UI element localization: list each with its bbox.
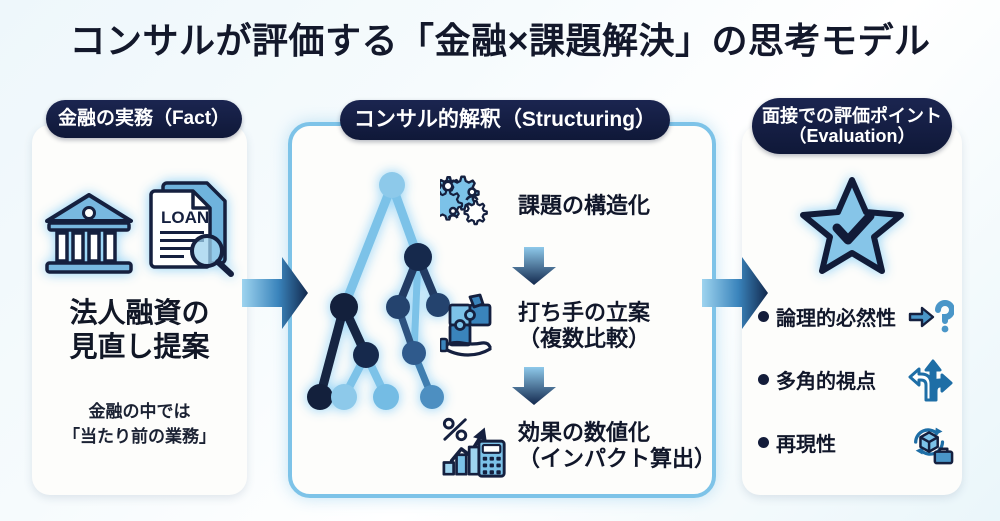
step-label-line1: 効果の数値化 (518, 419, 651, 445)
bullet-dot-icon (758, 374, 769, 385)
step-label: 効果の数値化 （インパクト算出） (518, 419, 716, 473)
step-label-line1: 打ち手の立案 (518, 299, 651, 325)
panel-fact-headline-line2: 見直し提案 (69, 331, 210, 363)
decision-tree-icon (300, 165, 460, 425)
step-label-line2: （複数比較） (518, 326, 651, 351)
star-check-icon (742, 170, 962, 278)
bullet-dot-icon (758, 437, 769, 448)
arrow-down-icon (440, 364, 708, 408)
step-label: 打ち手の立案 （複数比較） (518, 300, 650, 353)
step-label-line1: 課題の構造化 (518, 192, 651, 218)
panel-evaluation-header-line1: 面接での評価ポイント (762, 105, 942, 126)
gears-people-icon (440, 172, 510, 240)
bullet-label: 再現性 (776, 434, 836, 456)
svg-text:LOAN: LOAN (161, 208, 209, 227)
arrow-down-icon (440, 244, 708, 288)
bullet-item: 論理的必然性 (758, 285, 954, 348)
panel-fact-header-label: 金融の実務（Fact） (57, 108, 231, 130)
arrow-question-icon (908, 294, 954, 340)
loan-document-magnifier-icon: LOAN (141, 177, 237, 282)
percent-chart-calculator-icon (440, 412, 510, 480)
panel-structuring-steps: 課題の構造化 (440, 168, 716, 484)
bullet-item: 多角的視点 (758, 348, 954, 411)
panel-fact-subtext-line1: 金融の中では (88, 402, 191, 421)
panel-fact-header: 金融の実務（Fact） (46, 100, 242, 138)
bullet-dot-icon (758, 311, 769, 322)
bank-building-icon (43, 189, 135, 282)
step-label-line2: （インパクト算出） (518, 446, 717, 471)
page-title: コンサルが評価する「金融×課題解決」の思考モデル (69, 20, 931, 61)
three-way-arrows-icon (908, 357, 954, 403)
bullet-item: 再現性 (758, 411, 954, 474)
bullet-label: 多角的視点 (776, 371, 876, 393)
panel-fact-headline: 法人融資の 見直し提案 (32, 296, 247, 364)
panel-structuring-header-label: コンサル的解釈（Structuring） (353, 108, 657, 132)
panel-evaluation-bullets: 論理的必然性 多角的視点 再現性 (758, 285, 954, 474)
step-item: 効果の数値化 （インパクト算出） (440, 408, 716, 484)
panel-fact-subtext-line2: 「当たり前の業務」 (63, 426, 216, 446)
panel-fact-icons: LOAN (32, 181, 247, 282)
panel-evaluation-header: 面接での評価ポイント （Evaluation） (752, 98, 952, 154)
arrow-structuring-to-evaluation (700, 245, 770, 341)
bullet-label: 論理的必然性 (776, 308, 896, 330)
panel-fact-headline-line1: 法人融資の (69, 297, 210, 328)
cycle-box-briefcase-icon (908, 420, 954, 466)
panel-evaluation-header-line2: （Evaluation） (788, 126, 916, 146)
panel-structuring-header: コンサル的解釈（Structuring） (340, 100, 670, 140)
panel-fact-subtext: 金融の中では 「当たり前の業務」 (32, 400, 247, 449)
arrow-fact-to-structuring (240, 245, 310, 341)
step-item: 課題の構造化 (440, 168, 708, 244)
step-item: 打ち手の立案 （複数比較） (440, 288, 708, 364)
puzzle-hand-icon (440, 292, 510, 360)
step-label: 課題の構造化 (518, 193, 650, 219)
